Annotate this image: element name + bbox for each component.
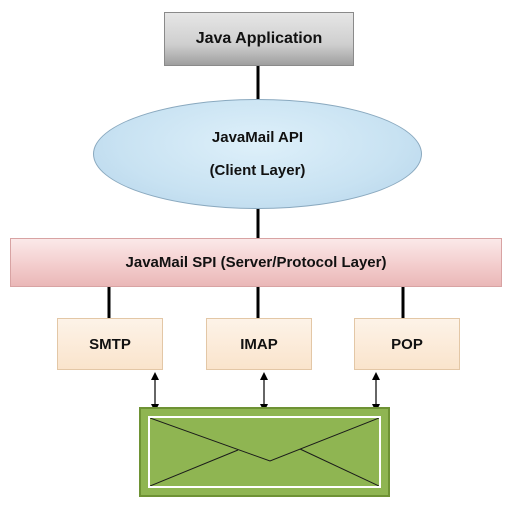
envelope-flap-lines xyxy=(150,418,379,486)
javamail-spi-label: JavaMail SPI (Server/Protocol Layer) xyxy=(125,254,387,271)
imap-label: IMAP xyxy=(240,335,278,353)
smtp-box: SMTP xyxy=(57,318,163,370)
client-layer-label: (Client Layer) xyxy=(209,162,306,179)
javamail-spi-bar: JavaMail SPI (Server/Protocol Layer) xyxy=(10,238,502,287)
imap-box: IMAP xyxy=(206,318,312,370)
mail-server-box xyxy=(139,407,390,497)
java-application-box: Java Application xyxy=(164,12,354,66)
javamail-api-ellipse: JavaMail API (Client Layer) xyxy=(93,99,422,209)
java-application-label: Java Application xyxy=(195,30,323,47)
smtp-label: SMTP xyxy=(89,335,131,353)
javamail-api-label: JavaMail API xyxy=(211,129,304,146)
pop-label: POP xyxy=(391,335,423,353)
envelope-icon xyxy=(148,416,381,488)
pop-box: POP xyxy=(354,318,460,370)
